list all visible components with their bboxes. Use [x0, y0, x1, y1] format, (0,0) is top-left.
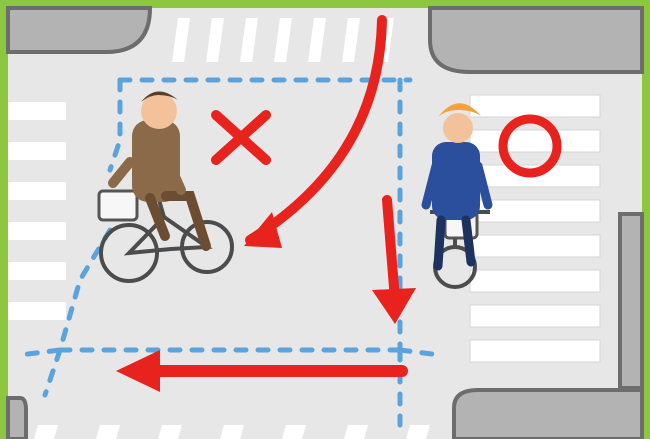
woman-head	[443, 113, 473, 143]
bike-basket	[99, 191, 137, 220]
man-head	[141, 93, 177, 129]
woman-jacket	[432, 142, 480, 220]
